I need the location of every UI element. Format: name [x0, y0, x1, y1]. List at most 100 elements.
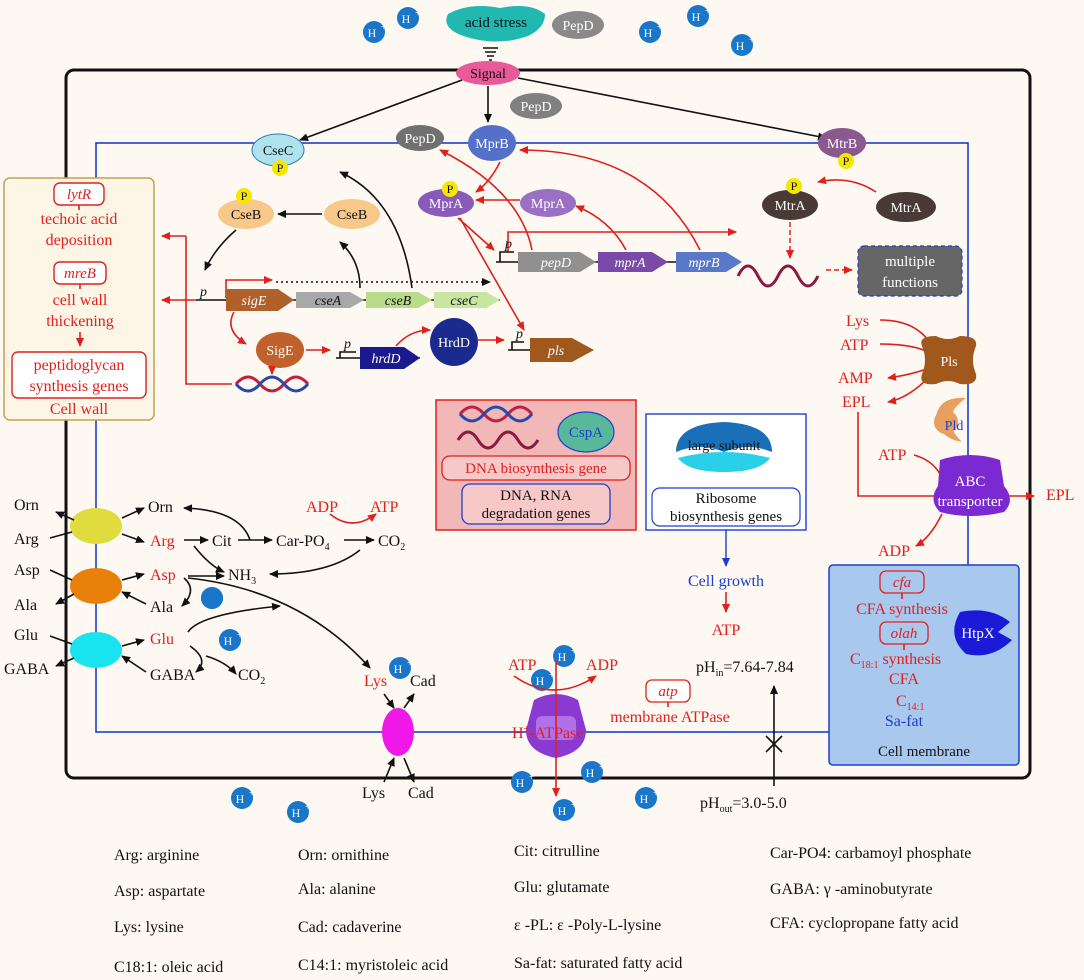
svg-text:+: + [549, 670, 555, 681]
atp-metab: ATP [370, 499, 399, 516]
atp2-label: ATP [878, 447, 907, 464]
phospho-icon [838, 153, 854, 169]
gene-mpra-label: mprA [614, 256, 646, 271]
svg-text:H: H [224, 634, 233, 648]
proton-icon: H+ [363, 21, 387, 43]
svg-text:H: H [692, 10, 701, 24]
glu-gaba-antiporter [70, 632, 122, 668]
ph-in: pHin=7.64-7.84 [696, 659, 794, 679]
cad-out-from-antiporter [403, 757, 415, 783]
mtra-p-label: MtrA [774, 199, 806, 214]
rna-wave-icon [456, 430, 540, 450]
orn-in: Orn [148, 499, 173, 516]
atp2-to-abc [913, 454, 941, 475]
cseb-to-promoter [204, 229, 237, 271]
gene-pepd-label: pepD [540, 256, 571, 271]
gene-mprb [676, 252, 742, 272]
amp-label: AMP [838, 370, 873, 387]
atpase-atp: ATP [508, 657, 537, 674]
epl-out-label: EPL [1046, 487, 1074, 504]
acid-stress-cloud [446, 6, 545, 42]
glu-import [49, 635, 73, 645]
cseb-label: CseB [337, 208, 367, 223]
cell-membrane-label: Cell membrane [878, 744, 970, 760]
cspa-label: CspA [569, 425, 603, 441]
cfa-gene: cfa [893, 575, 911, 591]
mprb [468, 125, 516, 161]
gene-cseb-label: cseB [385, 294, 412, 309]
orn-arg-antiporter [70, 508, 122, 544]
csec-feedback-arrow [339, 171, 413, 289]
legend-item: Lys: lysine [114, 919, 184, 936]
signal-arrow-mtrb [517, 77, 827, 141]
teichoic-line1: techoic acid [41, 211, 118, 228]
ala-to-transporter [121, 591, 147, 605]
cad-from-antiporter [403, 693, 415, 709]
sige-gene-to-sige [230, 311, 247, 345]
proton-icon: H+ [219, 629, 243, 651]
acid-stress-label: acid stress [465, 15, 527, 31]
abc-line1: ABC [955, 474, 986, 490]
glu-in: Glu [150, 631, 174, 648]
car-po4: Car-PO4 [276, 533, 330, 553]
htpx-label: HtpX [961, 626, 995, 642]
svg-text:+: + [599, 762, 605, 773]
cseb [324, 199, 380, 229]
svg-text:+: + [657, 22, 663, 33]
svg-text:H: H [736, 39, 745, 53]
abc-line2: transporter [938, 494, 1003, 510]
gene-csec [434, 292, 500, 308]
arg-to-nh3 [193, 545, 225, 573]
gene-pepd [518, 252, 596, 272]
mtra [876, 192, 936, 222]
legend-item: Cad: cadaverine [298, 919, 402, 936]
promoter-label: p [343, 337, 351, 352]
legend-item: C14:1: myristoleic acid [298, 957, 448, 974]
proton-icon: H+ [553, 799, 577, 821]
gene-csea-label: cseA [315, 294, 342, 309]
mreb-gene: mreB [64, 266, 96, 282]
nh3: NH3 [228, 567, 256, 587]
svg-text:H: H [536, 674, 545, 688]
gene-sige-label: sigE [242, 294, 267, 309]
svg-text:+: + [705, 6, 711, 17]
proton-icon [201, 587, 223, 609]
cspa [557, 411, 615, 453]
mtra-label: MtrA [890, 201, 922, 216]
co2-b: CO2 [238, 667, 265, 687]
orn-out: Orn [14, 497, 39, 514]
svg-text:+: + [529, 772, 535, 783]
promoter-label: p [199, 285, 207, 300]
mpra-p-label: MprA [429, 197, 464, 212]
lytr-gene: lytR [67, 187, 91, 203]
glu-out: Glu [14, 627, 38, 644]
proton-icon: H+ [511, 771, 535, 793]
peptidoglycan-box [11, 351, 147, 399]
multiple-functions-line1: multiple [885, 254, 935, 270]
gene-cseb [366, 292, 432, 308]
legend-item: Cit: citrulline [514, 843, 600, 860]
asp-ala-antiporter [70, 568, 122, 604]
gene-pls [530, 338, 594, 362]
asp-import [49, 569, 73, 581]
svg-text:H: H [640, 792, 649, 806]
svg-text:+: + [571, 800, 577, 811]
proton-icon: H+ [687, 5, 711, 27]
mtrb [818, 128, 866, 158]
proton-icon: H+ [635, 787, 659, 809]
signal-label: Signal [470, 67, 506, 82]
signal-receptor-lines [483, 47, 498, 61]
abc-transporter [933, 455, 1010, 516]
dna-biosynthesis-label: DNA biosynthesis gene [465, 461, 607, 477]
legend-item: Asp: aspartate [114, 883, 205, 900]
mtra-to-mtrap [817, 176, 877, 193]
legend-item: Arg: arginine [114, 847, 199, 864]
multiple-functions-box [857, 245, 963, 297]
svg-text:+: + [381, 22, 387, 33]
mprap-to-operon [457, 217, 495, 251]
legend-item: Sa-fat: saturated fatty acid [514, 955, 682, 972]
adp-metab: ADP [306, 499, 338, 516]
svg-text:+: + [305, 802, 311, 813]
epl-label: EPL [842, 394, 870, 411]
